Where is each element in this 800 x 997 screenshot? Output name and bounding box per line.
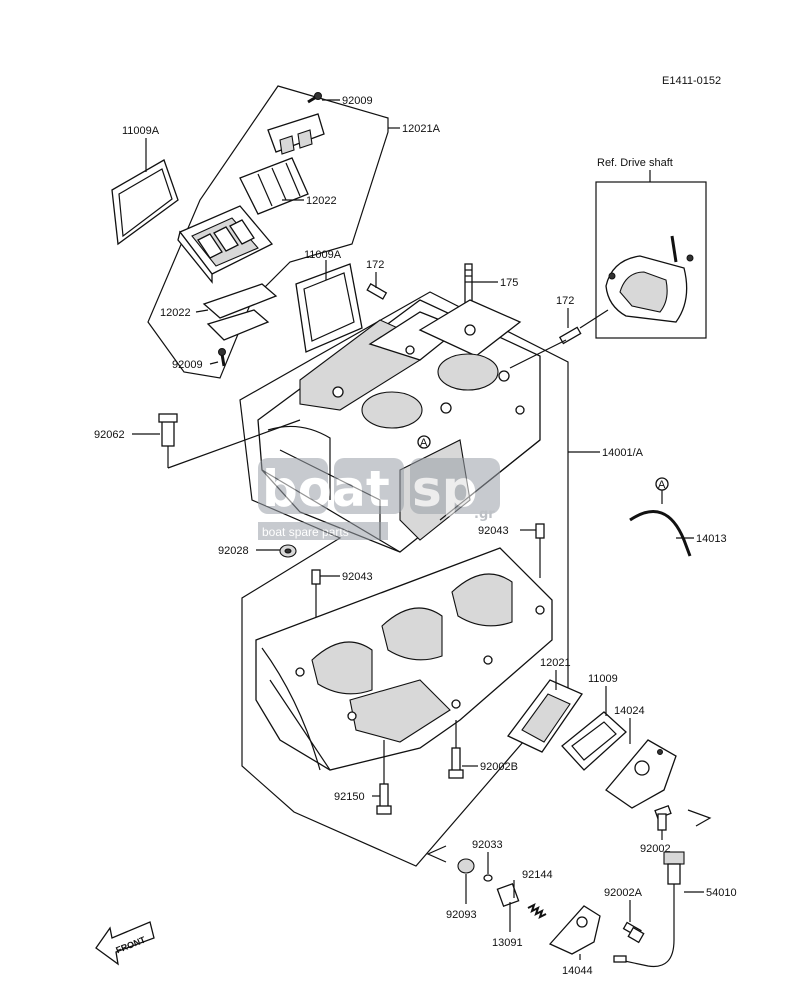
label-92009-top: 92009 — [342, 95, 373, 107]
holder-14044 — [548, 905, 601, 955]
reed-stopper-top — [267, 113, 325, 155]
plunger-13091 — [496, 882, 520, 908]
cable-54010 — [613, 851, 685, 968]
screw-92009-top — [307, 92, 322, 104]
cover-14024 — [605, 739, 677, 809]
reed-petals-12022-bottom — [202, 283, 278, 341]
drive-shaft-ref-box — [595, 181, 707, 339]
bolt-92002 — [654, 805, 672, 831]
label-172-right: 172 — [556, 295, 574, 307]
label-12022-bottom: 12022 — [160, 307, 191, 319]
gasket-11009 — [561, 711, 627, 771]
label-12022-top: 12022 — [306, 195, 337, 207]
grommet-92028 — [279, 544, 297, 558]
reed-block — [177, 205, 274, 284]
label-11009A-left: 11009A — [122, 125, 160, 137]
diagram-code: E1411-0152 — [662, 75, 721, 87]
label-54010: 54010 — [706, 887, 737, 899]
label-14024: 14024 — [614, 705, 645, 717]
label-12021A: 12021A — [402, 123, 441, 135]
label-11009: 11009 — [588, 673, 618, 685]
lower-crankcase — [255, 547, 553, 771]
label-92043-left: 92043 — [342, 571, 373, 583]
front-arrow: FRONT — [95, 921, 155, 966]
svg-text:A: A — [658, 479, 666, 491]
label-92033: 92033 — [472, 839, 503, 851]
label-92150: 92150 — [334, 791, 365, 803]
dowel-172-top — [366, 283, 388, 300]
gasket-11009A-mid — [295, 263, 363, 353]
label-92002B: 92002B — [480, 761, 518, 773]
label-14044: 14044 — [562, 965, 593, 977]
label-14013: 14013 — [696, 533, 727, 545]
drive-shaft-cover — [605, 235, 694, 323]
reed-petals-12022-top — [239, 157, 309, 215]
fitting-92062 — [158, 413, 301, 469]
stud-92043-right — [535, 523, 545, 578]
leader-lines — [132, 99, 704, 960]
callout-a-crankcase: A — [417, 435, 431, 449]
watermark-tagline: boat spare parts — [262, 525, 349, 539]
bolt-92150 — [376, 740, 392, 815]
watermark-brand-a: boat — [262, 460, 390, 518]
dowel-172-right — [558, 326, 582, 345]
cover-12021 — [507, 679, 583, 753]
label-92062: 92062 — [94, 429, 125, 441]
label-12021: 12021 — [540, 657, 571, 669]
label-92028: 92028 — [218, 545, 249, 557]
watermark-logo: boat sp .gr boat spare parts — [258, 458, 500, 540]
label-92043-right: 92043 — [478, 525, 509, 537]
seal-ring-14013: A — [629, 477, 692, 557]
svg-text:A: A — [420, 437, 428, 449]
watermark-brand-b: sp — [412, 460, 478, 518]
o-ring-92033 — [483, 852, 493, 882]
watermark-suffix: .gr — [474, 507, 495, 522]
label-13091: 13091 — [492, 937, 523, 949]
screw-92009-bottom — [218, 348, 226, 367]
bolt-92002A — [622, 921, 645, 944]
spring-92144 — [527, 903, 547, 919]
label-11009A-mid: 11009A — [304, 249, 342, 261]
part-labels: 92009 12021A 11009A 12022 11009A 172 175… — [94, 95, 737, 977]
label-92009-bottom: 92009 — [172, 359, 203, 371]
label-92093: 92093 — [446, 909, 477, 921]
crankcase-assembly-outline — [239, 291, 569, 867]
label-172-top: 172 — [366, 259, 384, 271]
label-175: 175 — [500, 277, 518, 289]
label-14001A: 14001/A — [602, 447, 644, 459]
label-92144: 92144 — [522, 869, 553, 881]
label-92002: 92002 — [640, 843, 671, 855]
drive-shaft-ref-label: Ref. Drive shaft — [597, 157, 673, 169]
bolt-92002B — [448, 720, 464, 779]
gasket-11009A-left — [111, 159, 179, 246]
plug-92093 — [457, 858, 475, 874]
label-92002A: 92002A — [604, 887, 643, 899]
